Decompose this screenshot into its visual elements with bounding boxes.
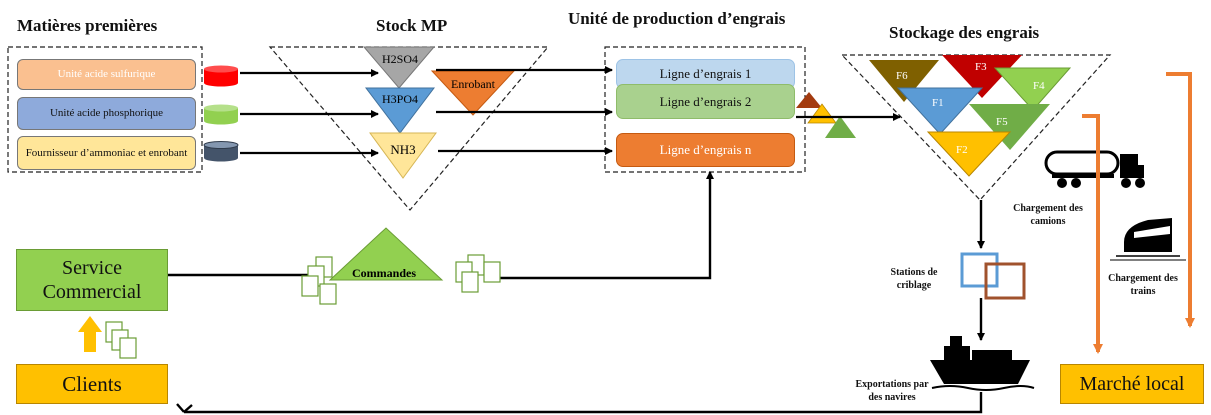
raw-materials-frame — [7, 46, 203, 173]
f1-triangle — [896, 87, 984, 135]
documents-icon-clients — [105, 321, 137, 359]
commandes-label: Commandes — [352, 266, 417, 280]
stock-mp-title: Stock MP — [376, 16, 448, 35]
screening-station-2 — [984, 262, 1026, 300]
clients-box: Clients — [16, 364, 168, 404]
marche-local-label: Marché local — [1079, 372, 1185, 395]
fertilizer-storage-title: Stockage des engrais — [889, 23, 1040, 42]
ammonia-tank — [203, 141, 239, 162]
production-unit-title: Unité de production d’engrais — [568, 9, 786, 28]
f3-triangle — [942, 55, 1022, 98]
documents-icon-left — [301, 256, 337, 305]
raw-material-sulfuric: Unité acide sulfurique — [17, 59, 196, 90]
h2so4-label: H2SO4 — [382, 52, 419, 66]
f6-label: F6 — [896, 70, 908, 82]
documents-icon-right — [455, 254, 501, 293]
h3po4-label: H3PO4 — [381, 92, 418, 106]
product-triangle-3 — [825, 116, 856, 138]
f2-triangle — [926, 131, 1012, 177]
f1-label: F1 — [932, 97, 944, 109]
raw-material-phosphoric: Unité acide phosphorique — [17, 97, 196, 130]
f2-label: F2 — [956, 144, 968, 156]
f5-triangle — [969, 104, 1050, 150]
storage-frame — [840, 54, 1112, 201]
raw-material-ammonia: Fournisseur d’ammoniac et enrobant — [17, 136, 196, 170]
f6-triangle — [869, 60, 939, 102]
sulfuric-tank — [204, 65, 238, 87]
h3po4-stock — [364, 87, 436, 134]
ship-icon — [930, 336, 1035, 391]
raw-materials-title: Matières premières — [17, 16, 158, 35]
commandes-triangle — [328, 227, 444, 281]
stations-criblage-label: Stations de criblage — [890, 267, 938, 291]
clients-up-arrow — [78, 316, 102, 352]
chargement-camions-label: Chargement des camions — [1013, 203, 1083, 227]
f4-label: F4 — [1033, 80, 1045, 92]
marche-local-box: Marché local — [1060, 364, 1204, 404]
service-commercial-label: Service Commercial — [42, 257, 142, 303]
product-triangle-2 — [807, 103, 837, 124]
h2so4-stock — [362, 46, 436, 89]
truck-icon — [1044, 150, 1145, 188]
chargement-trains-label: Chargement des trains — [1108, 273, 1178, 297]
product-triangle-1 — [796, 92, 822, 108]
clients-label: Clients — [62, 371, 122, 396]
phosphoric-tank — [204, 104, 238, 125]
f5-label: F5 — [996, 116, 1008, 128]
train-icon — [1110, 218, 1186, 261]
nh3-stock — [369, 132, 437, 179]
production-line-2: Ligne d’engrais 2 — [616, 84, 795, 119]
enrobant-label: Enrobant — [451, 77, 495, 91]
screening-station-1 — [960, 252, 999, 288]
f3-label: F3 — [975, 61, 987, 73]
f4-triangle — [993, 67, 1072, 111]
service-commercial-box: Service Commercial — [16, 249, 168, 311]
exportations-label: Exportations par des navires — [855, 379, 929, 403]
nh3-label: NH3 — [390, 142, 416, 157]
production-line-n: Ligne d’engrais n — [616, 133, 795, 167]
